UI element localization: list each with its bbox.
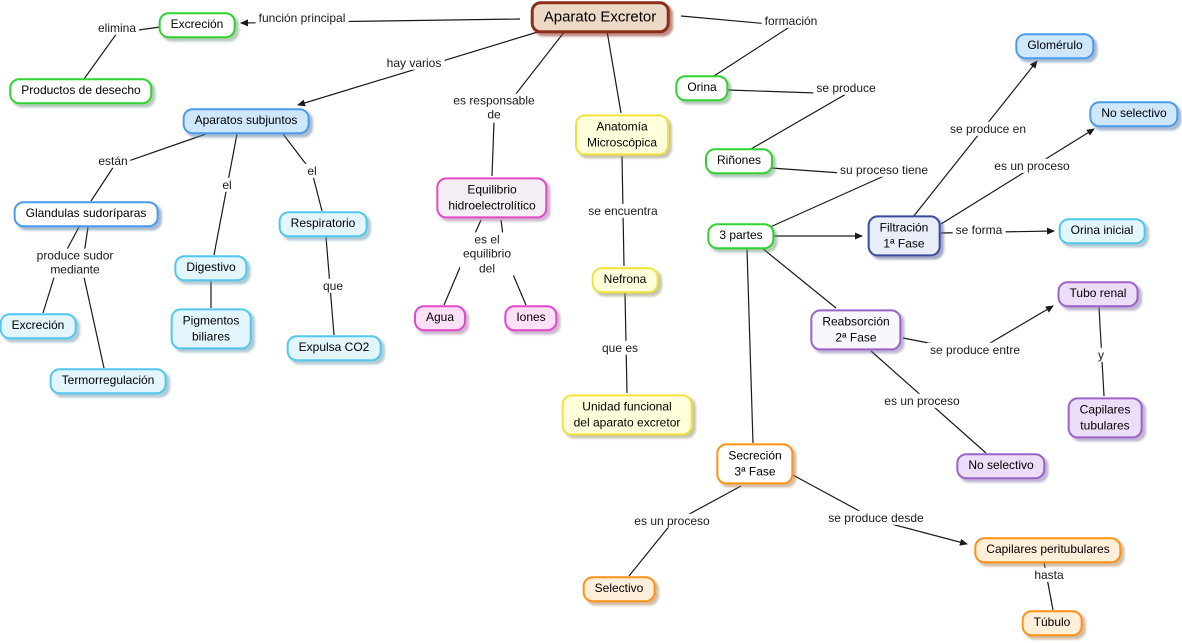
concept-aparatos-subjuntos[interactable]: Aparatos subjuntos [182, 108, 310, 134]
concept-rinones[interactable]: Riñones [704, 148, 774, 174]
linking-phrase-y[interactable]: y [1095, 347, 1107, 363]
edge-orina-to-rinones [727, 89, 849, 150]
concept-capilares-tubulares[interactable]: Capilares tubulares [1067, 397, 1143, 439]
concept-expulsa-co2[interactable]: Expulsa CO2 [286, 335, 382, 361]
linking-phrase-formacion[interactable]: formación [761, 13, 821, 29]
linking-phrase-es-un-proceso-secrecion[interactable]: es un proceso [631, 513, 713, 529]
concept-respiratorio[interactable]: Respiratorio [278, 211, 368, 237]
concept-filtracion-1-fase[interactable]: Filtración 1ª Fase [867, 215, 941, 257]
concept-iones[interactable]: Iones [504, 305, 558, 331]
concept-orina-inicial[interactable]: Orina inicial [1058, 218, 1146, 244]
concept-glomerulo[interactable]: Glomérulo [1015, 33, 1095, 59]
concept-equilibrio-hidroelectrolitico[interactable]: Equilibrio hidroelectrolítico [436, 177, 548, 219]
concept-selectivo[interactable]: Selectivo [582, 576, 656, 602]
concept-productos-de-desecho[interactable]: Productos de desecho [9, 78, 153, 104]
concept-excrecion-principal[interactable]: Excreción [158, 12, 236, 38]
linking-phrase-se-produce[interactable]: se produce [813, 80, 879, 96]
concept-excrecion-sudor[interactable]: Excreción [0, 313, 77, 339]
concept-unidad-funcional[interactable]: Unidad funcional del aparato excretor [561, 394, 693, 436]
concept-no-selectivo-reabsorcion[interactable]: No selectivo [956, 453, 1046, 479]
edge-secrecion-3-fase-to-capilares-peritubulares [790, 473, 968, 546]
concept-nefrona[interactable]: Nefrona [591, 267, 659, 293]
concept-glandulas-sudoriparas[interactable]: Glandulas sudoríparas [13, 201, 159, 227]
linking-phrase-se-forma[interactable]: se forma [952, 222, 1006, 238]
linking-phrase-se-encuentra[interactable]: se encuentra [585, 203, 661, 219]
linking-phrase-se-produce-en[interactable]: se produce en [946, 121, 1030, 137]
concept-tubo-renal[interactable]: Tubo renal [1057, 281, 1139, 307]
concept-agua[interactable]: Agua [413, 305, 467, 331]
concept-pigmentos-biliares[interactable]: Pigmentos biliares [170, 308, 252, 350]
linking-phrase-es-un-proceso-filtracion[interactable]: es un proceso [991, 158, 1073, 174]
edge-aparato-excretor-to-anatomia-microscopica [606, 30, 622, 114]
concept-anatomia-microscopica[interactable]: Anatomía Microscópica [574, 114, 670, 156]
linking-phrase-se-produce-entre[interactable]: se produce entre [926, 342, 1024, 358]
linking-phrase-funcion-principal[interactable]: función principal [255, 10, 349, 26]
linking-phrase-elimina[interactable]: elimina [94, 20, 140, 36]
edge-filtracion-1-fase-to-glomerulo [912, 60, 1038, 218]
edge-aparatos-subjuntos-to-digestivo [213, 133, 238, 256]
linking-phrase-hay-varios[interactable]: hay varios [383, 55, 445, 71]
edge-tres-partes-to-secrecion-3-fase [746, 248, 754, 444]
concept-tres-partes[interactable]: 3 partes [707, 223, 775, 249]
concept-no-selectivo-filtracion[interactable]: No selectivo [1089, 101, 1179, 127]
linking-phrase-el-respiratorio[interactable]: el [304, 163, 320, 179]
linking-phrase-se-produce-desde[interactable]: se produce desde [825, 510, 927, 526]
linking-phrase-que[interactable]: que [319, 278, 347, 294]
linking-phrase-que-es[interactable]: que es [598, 340, 642, 356]
edge-filtracion-1-fase-to-no-selectivo-filtracion [940, 128, 1095, 225]
concept-reabsorcion-2-fase[interactable]: Reabsorción 2ª Fase [810, 309, 902, 351]
concept-orina[interactable]: Orina [675, 75, 729, 101]
edge-secrecion-3-fase-to-selectivo [628, 485, 742, 577]
concept-aparato-excretor[interactable]: Aparato Excretor [530, 1, 670, 33]
linking-phrase-el-digestivo[interactable]: el [219, 177, 235, 193]
concept-secrecion-3-fase[interactable]: Secreción 3ª Fase [716, 443, 794, 485]
concept-termorregulacion[interactable]: Termorregulación [49, 368, 167, 394]
linking-phrase-hasta[interactable]: hasta [1031, 567, 1067, 583]
linking-phrase-produce-sudor-mediante[interactable]: produce sudor mediante [33, 248, 117, 278]
edge-tres-partes-to-reabsorcion-2-fase [761, 247, 837, 309]
concept-tubulo[interactable]: Túbulo [1021, 610, 1083, 636]
concept-capilares-peritubulares[interactable]: Capilares peritubulares [974, 537, 1122, 563]
linking-phrase-su-proceso-tiene[interactable]: su proceso tiene [836, 162, 932, 178]
linking-phrase-estan[interactable]: están [95, 153, 131, 169]
concept-digestivo[interactable]: Digestivo [174, 255, 248, 281]
linking-phrase-es-el-equilibrio-del[interactable]: es el equilibrio del [459, 232, 515, 276]
linking-phrase-es-un-proceso-reabsorcion[interactable]: es un proceso [881, 393, 963, 409]
linking-phrase-es-responsable-de[interactable]: es responsable de [450, 93, 538, 123]
